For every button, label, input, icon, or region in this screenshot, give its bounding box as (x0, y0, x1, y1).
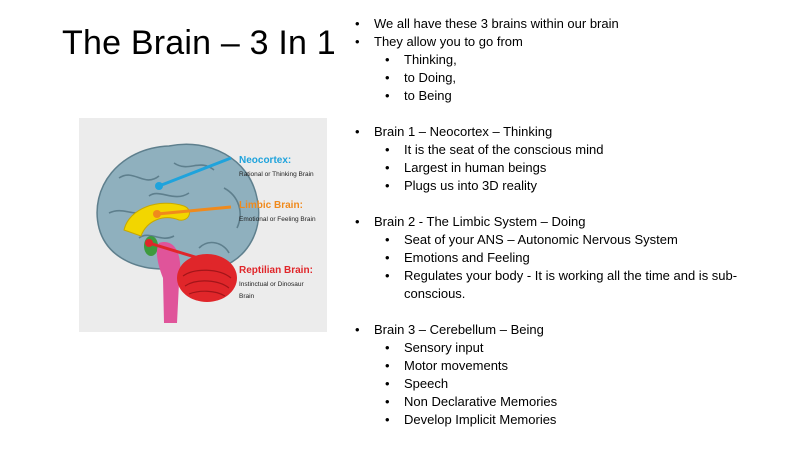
neocortex-sublabel: Rational or Thinking Brain (239, 171, 314, 178)
sub-bullet-non-declarative: Non Declarative Memories (355, 393, 785, 411)
sub-bullet-implicit-memories: Develop Implicit Memories (355, 411, 785, 429)
sub-bullet-largest: Largest in human beings (355, 159, 785, 177)
sub-bullet-being: to Being (355, 87, 785, 105)
reptilian-sublabel-1: Instinctual or Dinosaur (239, 281, 305, 288)
sub-bullet-motor-movements: Motor movements (355, 357, 785, 375)
sub-bullet-thinking: Thinking, (355, 51, 785, 69)
sub-bullet-regulates-body: Regulates your body - It is working all … (355, 267, 785, 303)
sub-bullet-3d-reality: Plugs us into 3D reality (355, 177, 785, 195)
bullet-list: We all have these 3 brains within our br… (355, 15, 785, 429)
reptilian-label: Reptilian Brain: (239, 265, 313, 276)
spacer (355, 303, 785, 321)
sub-bullet-ans: Seat of your ANS – Autonomic Nervous Sys… (355, 231, 785, 249)
spacer (355, 105, 785, 123)
limbic-sublabel: Emotional or Feeling Brain (239, 216, 316, 223)
spacer (355, 195, 785, 213)
bullet-allow-you-to-go: They allow you to go from (355, 33, 785, 51)
bullet-brain-1: Brain 1 – Neocortex – Thinking (355, 123, 785, 141)
neocortex-label: Neocortex: (239, 155, 291, 166)
bullet-all-have-3-brains: We all have these 3 brains within our br… (355, 15, 785, 33)
sub-bullet-sensory-input: Sensory input (355, 339, 785, 357)
bullet-brain-3: Brain 3 – Cerebellum – Being (355, 321, 785, 339)
sub-bullet-speech: Speech (355, 375, 785, 393)
sub-bullet-doing: to Doing, (355, 69, 785, 87)
limbic-label: Limbic Brain: (239, 200, 303, 211)
sub-bullet-emotions: Emotions and Feeling (355, 249, 785, 267)
sub-bullet-conscious-mind: It is the seat of the conscious mind (355, 141, 785, 159)
reptilian-sublabel-2: Brain (239, 293, 255, 300)
bullet-brain-2: Brain 2 - The Limbic System – Doing (355, 213, 785, 231)
brain-diagram-image: Neocortex: Rational or Thinking Brain Li… (79, 118, 327, 332)
slide-title: The Brain – 3 In 1 (62, 24, 336, 62)
